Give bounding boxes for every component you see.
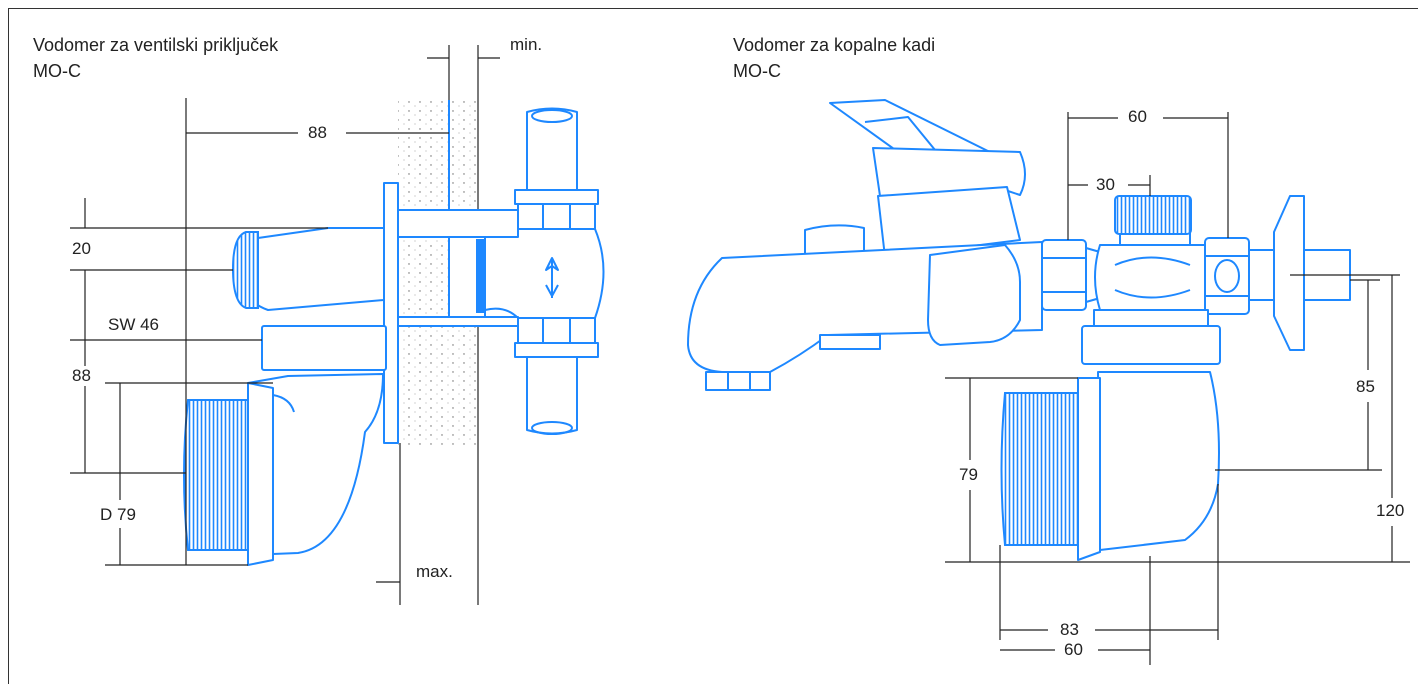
right-meter	[1000, 371, 1220, 561]
left-valve-body	[183, 182, 519, 566]
left-width-88-label: 88	[306, 123, 329, 143]
right-title-line2: MO-C	[733, 61, 781, 81]
left-max-label: max.	[414, 562, 455, 582]
right-title-line1: Vodomer za kopalne kadi	[733, 35, 936, 55]
left-sw46-label: SW 46	[106, 315, 162, 335]
left-dimension-lines	[70, 45, 500, 605]
right-width-83-label: 83	[1058, 620, 1081, 640]
left-title: Vodomer za ventilski priključek MO-C	[33, 32, 278, 84]
left-d79-label: D 79	[98, 505, 138, 525]
left-min-label: min.	[508, 35, 545, 55]
left-supply-pipe	[484, 107, 605, 435]
left-title-line1: Vodomer za ventilski priključek	[33, 35, 279, 55]
left-title-line2: MO-C	[33, 61, 81, 81]
right-dimension-lines	[945, 112, 1410, 665]
right-height-120-label: 120	[1374, 501, 1407, 521]
right-height-85-label: 85	[1354, 377, 1377, 397]
right-valve-assembly	[1041, 195, 1351, 365]
left-height-20-label: 20	[70, 239, 93, 259]
right-width-60-top-label: 60	[1126, 107, 1149, 127]
right-bath-mixer	[687, 99, 1043, 391]
right-title: Vodomer za kopalne kadi MO-C	[733, 32, 935, 84]
right-width-30-label: 30	[1094, 175, 1117, 195]
left-height-88-label: 88	[70, 366, 93, 386]
right-height-79-label: 79	[957, 465, 980, 485]
drawing-frame	[8, 8, 1418, 684]
right-width-60-bottom-label: 60	[1062, 640, 1085, 660]
